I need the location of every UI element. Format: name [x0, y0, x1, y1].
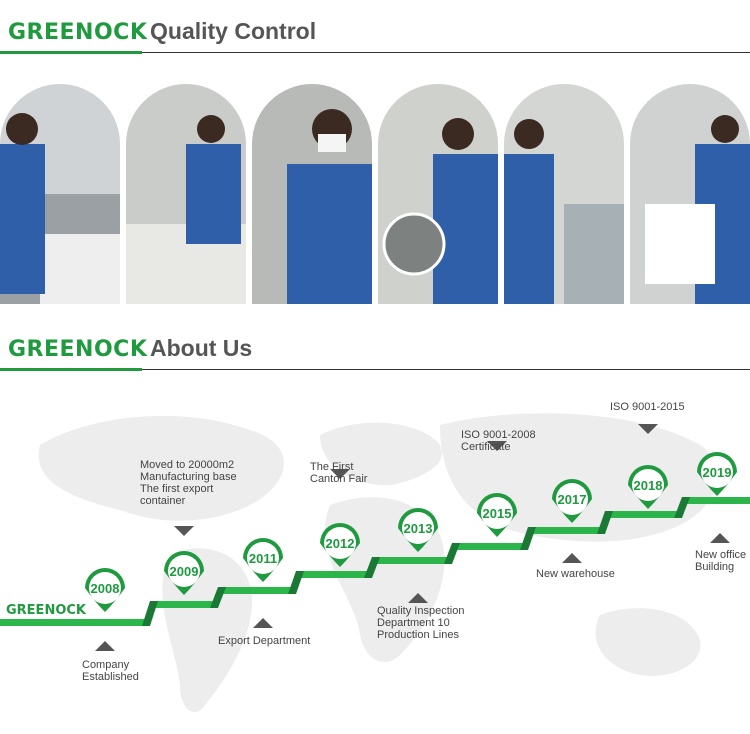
timeline-brand: GREENOCK: [6, 603, 86, 618]
section-title: About Us: [150, 335, 253, 361]
year-label: 2017: [558, 492, 587, 507]
year-label: 2018: [634, 478, 663, 493]
timeline-riser: [288, 571, 304, 594]
arrow-down-icon: [487, 441, 507, 451]
event-label-2011: Export Department: [218, 635, 311, 647]
timeline-step: [0, 619, 150, 626]
arrow-up-icon: [710, 533, 730, 543]
photo-worker-pipes: [0, 84, 120, 304]
event-label-2019: New office Building: [695, 549, 747, 573]
year-label: 2008: [91, 581, 120, 596]
event-label-2013: Quality Inspection Department 10 Product…: [377, 605, 465, 641]
year-marker: 2018: [628, 465, 668, 509]
timeline-step: [218, 587, 296, 594]
divider: [0, 369, 750, 370]
brand-logo: GREENOCK: [8, 337, 148, 362]
year-label: 2009: [170, 564, 199, 579]
year-marker: 2011: [243, 538, 283, 582]
event-label-2009: Moved to 20000m2 Manufacturing base The …: [140, 459, 237, 507]
timeline-riser: [210, 587, 226, 608]
timeline-step: [452, 543, 528, 550]
year-label: 2019: [703, 465, 732, 480]
timeline-riser: [444, 543, 460, 564]
timeline-step: [150, 601, 218, 608]
photo-worker-mask: [252, 84, 372, 304]
arrow-down-icon: [330, 469, 350, 479]
photo-worker-cutting: [126, 84, 246, 304]
photo-worker-tape: [504, 84, 624, 304]
event-label-2012: The First Canton Fair: [310, 461, 368, 485]
arrow-up-icon: [253, 618, 273, 628]
year-label: 2013: [404, 521, 433, 536]
year-marker: 2013: [398, 508, 438, 552]
divider: [0, 52, 750, 53]
year-marker: 2012: [320, 523, 360, 567]
timeline-riser: [674, 497, 690, 518]
year-marker: 2019: [697, 452, 737, 496]
event-label-2015: ISO 9001-2008 Certificate: [461, 429, 536, 453]
quality-control-header: GREENOCK Quality Control: [0, 0, 750, 56]
quality-control-photos: [0, 84, 750, 304]
arrow-up-icon: [95, 641, 115, 651]
year-label: 2011: [249, 551, 277, 566]
year-marker: 2015: [477, 493, 517, 537]
timeline-riser: [142, 601, 158, 626]
section-title: Quality Control: [150, 18, 317, 44]
arrow-up-icon: [562, 553, 582, 563]
photo-worker-measuring: [378, 84, 498, 304]
timeline-riser: [520, 527, 536, 550]
event-label-2008: Company Established: [82, 659, 139, 683]
year-marker: 2009: [164, 551, 204, 595]
timeline-step: [296, 571, 372, 578]
arrow-up-icon: [408, 593, 428, 603]
timeline-staircase: 2008 2009 2011 2012 2013 2015 2017 2018 2019: [0, 424, 750, 651]
about-us-header: GREENOCK About Us: [0, 317, 750, 373]
arrow-down-icon: [174, 526, 194, 536]
arrow-down-icon: [638, 424, 658, 434]
timeline-riser: [364, 557, 380, 578]
timeline-step: [372, 557, 452, 564]
timeline-step: [528, 527, 605, 534]
divider-accent: [0, 51, 142, 54]
timeline-step: [682, 497, 750, 504]
year-label: 2012: [326, 536, 355, 551]
timeline-riser: [597, 511, 613, 534]
year-marker: 2017: [552, 479, 592, 523]
brand-logo: GREENOCK: [8, 20, 148, 45]
event-label-2018: ISO 9001-2015: [610, 401, 685, 413]
event-label-2017: New warehouse: [536, 568, 615, 580]
year-label: 2015: [483, 506, 512, 521]
photo-worker-inspection: [630, 84, 750, 304]
year-marker: 2008: [85, 568, 125, 612]
divider-accent: [0, 368, 142, 371]
timeline-step: [605, 511, 682, 518]
